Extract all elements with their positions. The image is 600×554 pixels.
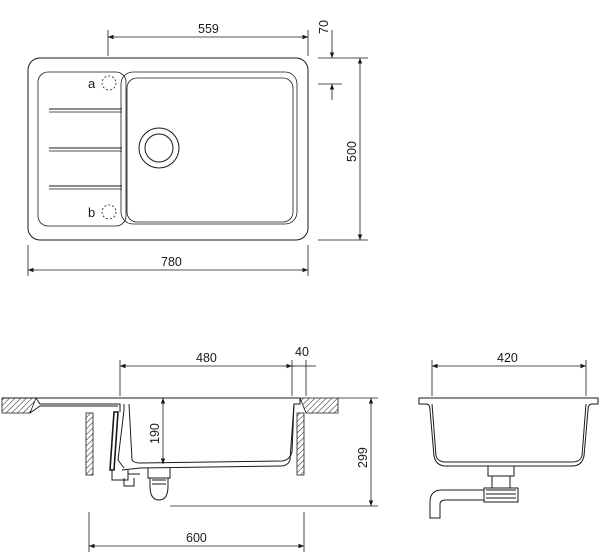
end-trap-ribs <box>486 489 516 499</box>
tap-hole-b <box>101 204 117 220</box>
overflow-channel <box>117 404 125 469</box>
dim-70: 70 <box>317 20 331 34</box>
end-outlet-pipe <box>429 489 484 519</box>
end-trap-neck <box>491 476 511 488</box>
dim-480: 480 <box>196 351 217 365</box>
end-trap-body <box>483 487 519 503</box>
label-b: b <box>88 205 95 220</box>
end-view: 420 <box>418 351 599 519</box>
bowl-inner-profile <box>128 403 295 464</box>
dim-190: 190 <box>148 423 162 444</box>
cabinet-wall-right <box>296 412 305 476</box>
main-bowl <box>120 71 298 225</box>
sink-outline <box>27 57 309 241</box>
countertop-right <box>299 397 339 414</box>
end-bowl-inner <box>431 403 587 463</box>
drain-trap <box>149 478 169 501</box>
dim-780: 780 <box>161 255 182 269</box>
drain-inner <box>144 133 174 163</box>
overflow-pipe <box>109 411 119 471</box>
top-view: a b 559 70 500 780 <box>27 20 368 276</box>
countertop-left <box>1 397 37 414</box>
dim-40: 40 <box>295 345 309 359</box>
dim-600: 600 <box>186 531 207 545</box>
drainer-area <box>37 71 127 227</box>
drain-ribs <box>152 479 166 485</box>
overflow-nut <box>123 478 135 487</box>
dim-500: 500 <box>345 141 359 162</box>
overflow-connector <box>111 470 129 481</box>
cabinet-wall-left <box>85 412 94 476</box>
drainer-underside <box>29 405 118 414</box>
end-bowl-outer <box>418 397 599 467</box>
label-a: a <box>88 76 96 91</box>
dim-420: 420 <box>497 351 518 365</box>
tap-hole-a <box>101 75 117 91</box>
sink-profile <box>2 397 301 471</box>
dim-299: 299 <box>356 447 370 468</box>
drain-body <box>147 468 171 479</box>
drain-outer <box>138 127 180 169</box>
dim-559: 559 <box>198 22 219 36</box>
end-drain-body <box>487 466 515 477</box>
side-view: 480 40 190 299 600 <box>1 345 378 552</box>
main-bowl-inner <box>126 77 294 223</box>
